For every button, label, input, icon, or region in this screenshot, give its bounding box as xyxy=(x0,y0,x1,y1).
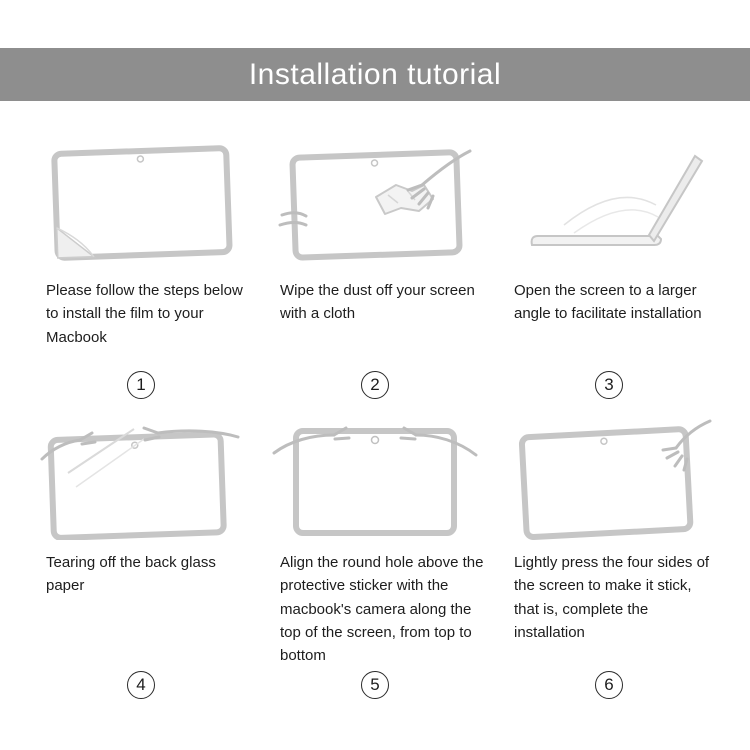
camera-dot-icon xyxy=(370,158,379,167)
step-card-6: Lightly press the four sides of the scre… xyxy=(492,413,726,713)
step-card-2: Wipe the dust off your screen with a clo… xyxy=(258,141,492,413)
wipe-screen-with-cloth-illustration xyxy=(278,148,472,261)
step-card-5: Align the round hole above the protectiv… xyxy=(258,413,492,713)
step-number-wrap: 2 xyxy=(258,371,492,413)
film-corner-peel-illustration xyxy=(51,144,233,261)
step-number-wrap: 5 xyxy=(258,671,492,713)
step-caption: Align the round hole above the protectiv… xyxy=(280,554,484,664)
holding-hand-icon xyxy=(278,210,308,226)
page-title: Installation tutorial xyxy=(248,57,502,91)
wiping-hand-icon xyxy=(406,149,472,209)
step-number-wrap: 3 xyxy=(492,371,726,413)
pressing-hand-icon xyxy=(661,419,712,471)
tutorial-grid: Please follow the steps below to install… xyxy=(0,141,750,713)
step-number-badge: 4 xyxy=(127,671,155,699)
step-number-badge: 5 xyxy=(361,671,389,699)
step-card-1: Please follow the steps below to install… xyxy=(24,141,258,413)
step-number-wrap: 4 xyxy=(24,671,258,713)
step-card-3: Open the screen to a larger angle to fac… xyxy=(492,141,726,413)
step-number-badge: 2 xyxy=(361,371,389,399)
step4-illustration xyxy=(24,413,258,541)
camera-dot-icon xyxy=(136,154,145,163)
step-number-badge: 1 xyxy=(127,371,155,399)
step5-illustration xyxy=(258,413,492,541)
step2-illustration xyxy=(258,141,492,269)
step-caption: Lightly press the four sides of the scre… xyxy=(514,554,710,641)
laptop-open-wide-angle-illustration xyxy=(530,154,704,246)
step-card-4: Tearing off the back glass paper 4 xyxy=(24,413,258,713)
step-number-badge: 6 xyxy=(595,671,623,699)
laptop-screen xyxy=(647,154,704,243)
step3-illustration xyxy=(492,141,726,269)
camera-dot-icon xyxy=(131,440,139,449)
left-hand-icon xyxy=(40,431,97,460)
step-number-badge: 3 xyxy=(595,371,623,399)
step1-illustration xyxy=(24,141,258,269)
header-banner: Installation tutorial xyxy=(0,48,750,101)
step-caption: Tearing off the back glass paper xyxy=(46,554,216,595)
press-four-sides-illustration xyxy=(518,419,712,540)
right-hand-icon xyxy=(142,426,240,441)
step-caption: Wipe the dust off your screen with a clo… xyxy=(280,282,475,323)
camera-dot-icon xyxy=(370,435,380,444)
camera-dot-icon xyxy=(600,436,608,445)
align-camera-hole-illustration xyxy=(272,426,478,536)
laptop-base xyxy=(530,234,663,246)
step-caption: Open the screen to a larger angle to fac… xyxy=(514,282,702,323)
step-number-wrap: 6 xyxy=(492,671,726,713)
tear-back-glass-paper-illustration xyxy=(40,426,240,540)
step-caption: Please follow the steps below to install… xyxy=(46,282,243,346)
step-number-wrap: 1 xyxy=(24,371,258,413)
right-hand-icon xyxy=(399,426,478,456)
step6-illustration xyxy=(492,413,726,541)
left-hand-icon xyxy=(272,426,351,454)
